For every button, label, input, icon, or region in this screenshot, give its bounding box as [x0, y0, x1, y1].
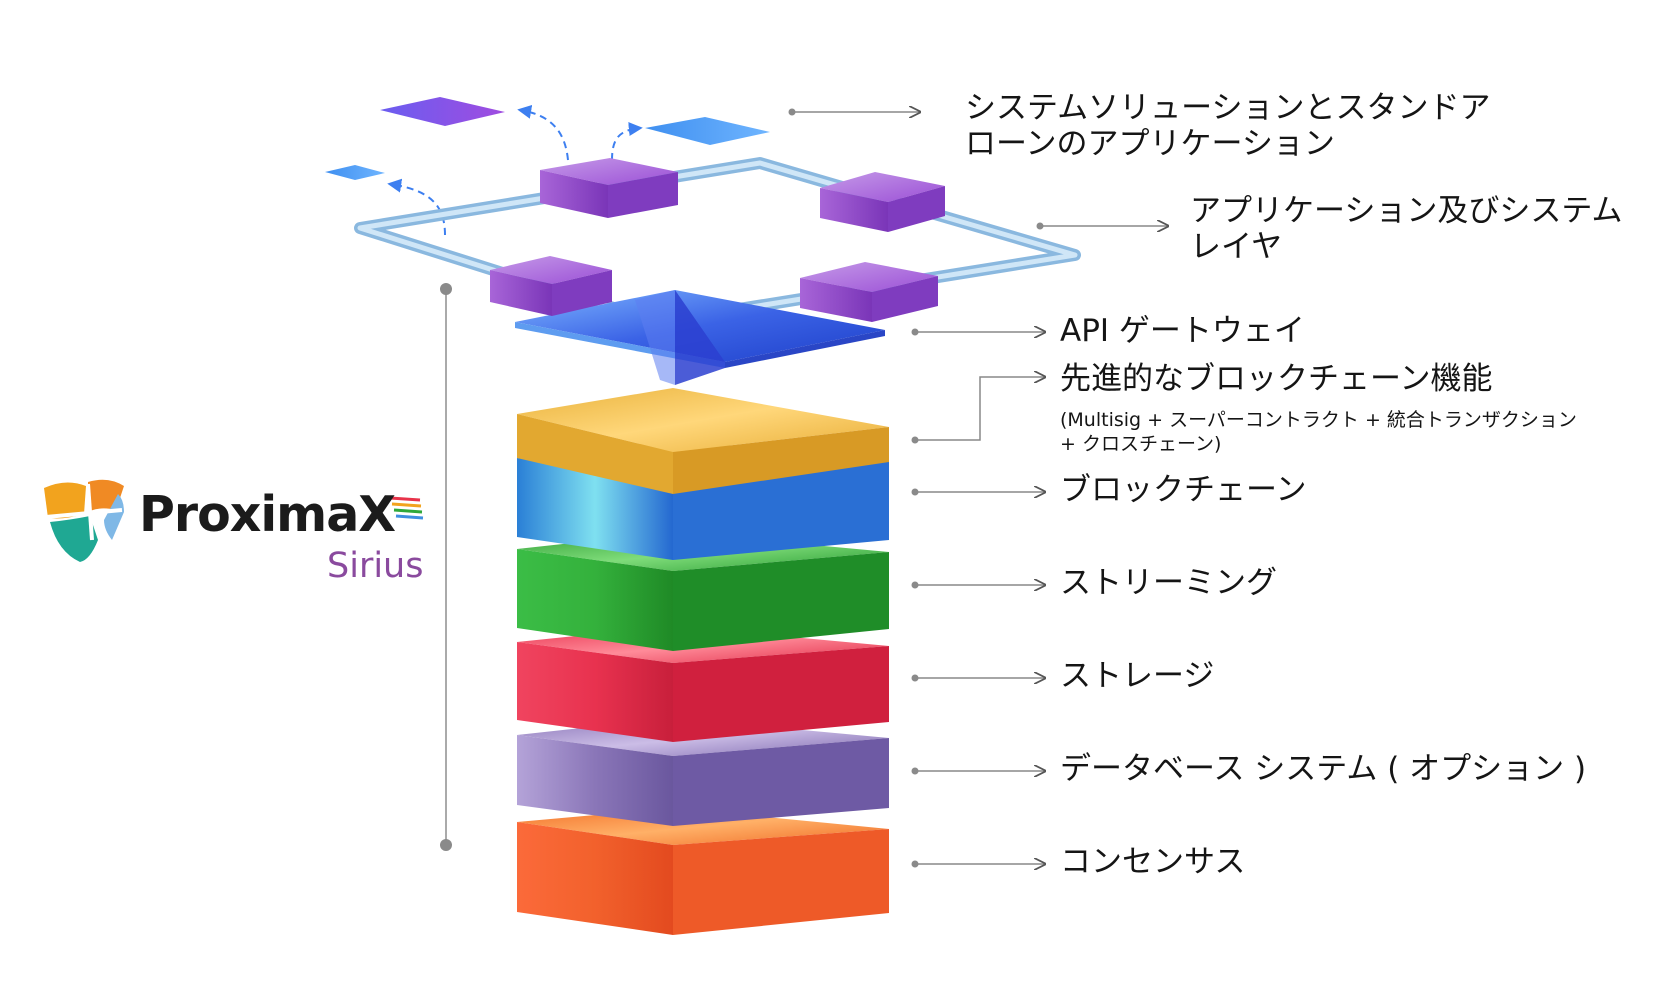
app-tile-3: [325, 165, 385, 180]
label-consensus: コンセンサス: [1060, 844, 1246, 880]
connector-streaming: [911, 582, 1046, 589]
app-node-2: [820, 172, 945, 232]
layer-consensus: [517, 808, 889, 935]
floating-app-tiles: [325, 97, 770, 236]
connector-apps: [788, 109, 921, 116]
connector-storage: [911, 675, 1046, 682]
label-app-layer-line2: レイヤ: [1190, 229, 1283, 265]
label-app-layer-line1: アプリケーション及びシステム: [1190, 193, 1623, 229]
flow-arrow-2: [611, 122, 643, 161]
label-advanced-sub-line1: (Multisig + スーパーコントラクト + 統合トランザクション: [1060, 409, 1577, 431]
app-node-4: [800, 262, 938, 322]
label-streaming: ストリーミング: [1060, 565, 1277, 601]
app-tile-1: [380, 97, 505, 126]
brand-product: Sirius: [327, 546, 424, 586]
label-advanced-sub-line2: + クロスチェーン): [1060, 433, 1222, 455]
connector-advanced: [911, 377, 1046, 444]
connector-blockchain: [911, 489, 1046, 496]
connector-app-layer: [1036, 223, 1169, 230]
label-blockchain: ブロックチェーン: [1060, 472, 1307, 508]
flow-arrow-3: [387, 178, 446, 236]
flow-arrow-1: [517, 104, 569, 161]
app-node-3: [490, 256, 612, 316]
connector-api: [911, 329, 1046, 336]
label-apps-line1: システムソリューションとスタンドア: [965, 90, 1491, 126]
app-node-1: [540, 158, 678, 218]
app-nodes: [490, 158, 945, 322]
label-apps-line2: ローンのアプリケーション: [965, 126, 1335, 162]
connector-database: [911, 768, 1046, 775]
api-gateway-plate: [515, 290, 885, 385]
connector-consensus: [911, 861, 1046, 868]
layer-advanced: [517, 388, 889, 494]
left-bracket: [440, 283, 452, 851]
label-api-gateway: API ゲートウェイ: [1060, 313, 1305, 349]
label-database: データベース システム ( オプション ): [1060, 751, 1587, 787]
app-tile-2: [645, 117, 770, 145]
label-storage: ストレージ: [1060, 658, 1215, 694]
label-advanced: 先進的なブロックチェーン機能: [1060, 361, 1493, 397]
connector-lines: [788, 109, 1169, 868]
brand-name: ProximaX: [139, 486, 396, 543]
proximax-logo-icon: [44, 479, 424, 562]
